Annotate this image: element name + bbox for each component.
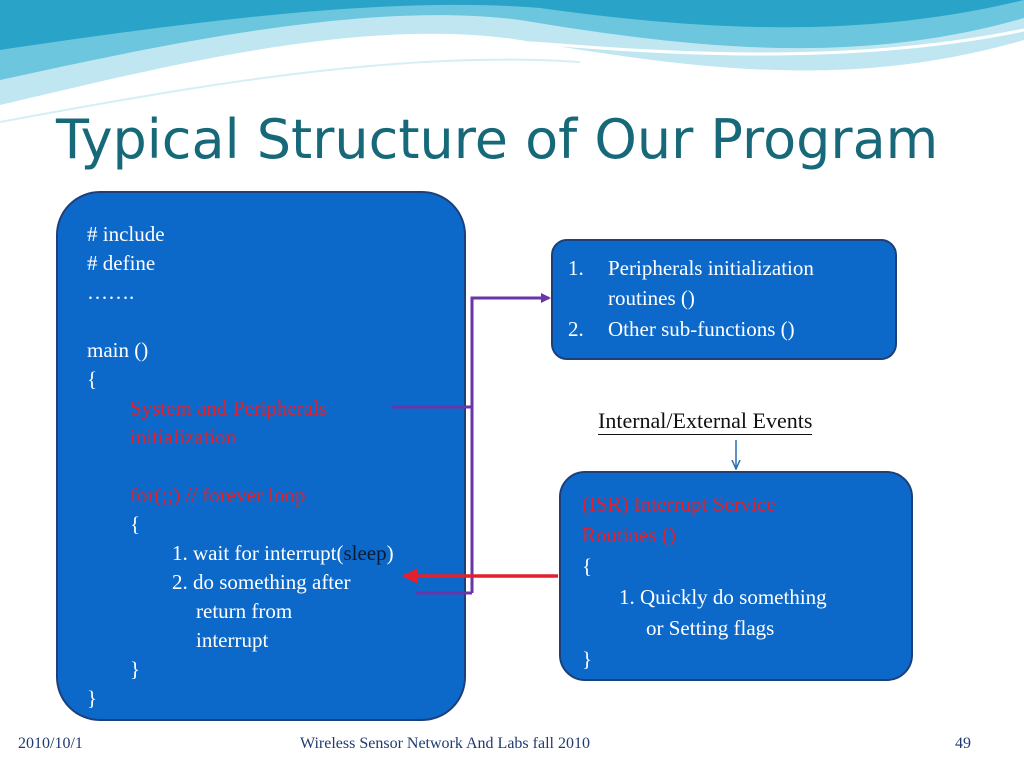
main-program-box: # include # define ……. main () { System … <box>56 191 466 721</box>
after-line-3: interrupt <box>196 628 269 652</box>
code-line-ellipsis: ……. <box>87 280 135 304</box>
code-line-include: # include <box>87 222 165 246</box>
footer-course: Wireless Sensor Network And Labs fall 20… <box>300 735 590 752</box>
header-wave-decoration <box>0 0 1024 123</box>
sub-item-1-number: 1. <box>568 256 584 280</box>
main-close-brace: } <box>87 686 98 710</box>
events-label: Internal/External Events <box>598 408 813 435</box>
loop-open-brace: { <box>130 512 141 536</box>
loop-close-brace: } <box>130 657 141 681</box>
init-label-line-2: initialization <box>130 425 237 449</box>
sub-item-2-line-1: Other sub-functions () <box>608 317 795 341</box>
isr-close-brace: } <box>582 647 593 671</box>
isr-box: (ISR) Interrupt Service Routines () { 1.… <box>559 471 913 681</box>
wait-suffix: ) <box>386 541 394 565</box>
after-line-1: 2. do something after <box>172 570 351 594</box>
isr-step-line-2: or Setting flags <box>646 616 775 640</box>
sleep-keyword: sleep <box>343 541 387 565</box>
isr-open-brace: { <box>582 554 593 578</box>
code-line-main-open: { <box>87 367 98 391</box>
slide-title: Typical Structure of Our Program <box>56 108 939 171</box>
isr-title-line-2: Routines () <box>582 523 676 547</box>
sub-item-2-number: 2. <box>568 317 584 341</box>
isr-title-line-1: (ISR) Interrupt Service <box>582 492 776 516</box>
code-line-main: main () <box>87 338 149 362</box>
sub-item-1-line-2: routines () <box>608 286 695 310</box>
code-line-define: # define <box>87 251 156 275</box>
loop-label: for(;;) // forever loop <box>130 483 306 507</box>
init-label-line-1: System and Peripherals <box>130 396 328 420</box>
footer-date: 2010/10/1 <box>18 735 83 752</box>
wait-line: 1. wait for interrupt(sleep) <box>172 540 394 566</box>
after-line-2: return from <box>196 599 293 623</box>
subfunctions-box: 1. Peripherals initialization routines (… <box>551 239 897 360</box>
wait-prefix: 1. wait for interrupt( <box>172 541 344 565</box>
subfunctions-arrow <box>470 293 551 593</box>
sub-item-1-line-1: Peripherals initialization <box>608 256 814 280</box>
page-number: 49 <box>955 735 971 752</box>
isr-step-line-1: 1. Quickly do something <box>619 585 827 609</box>
